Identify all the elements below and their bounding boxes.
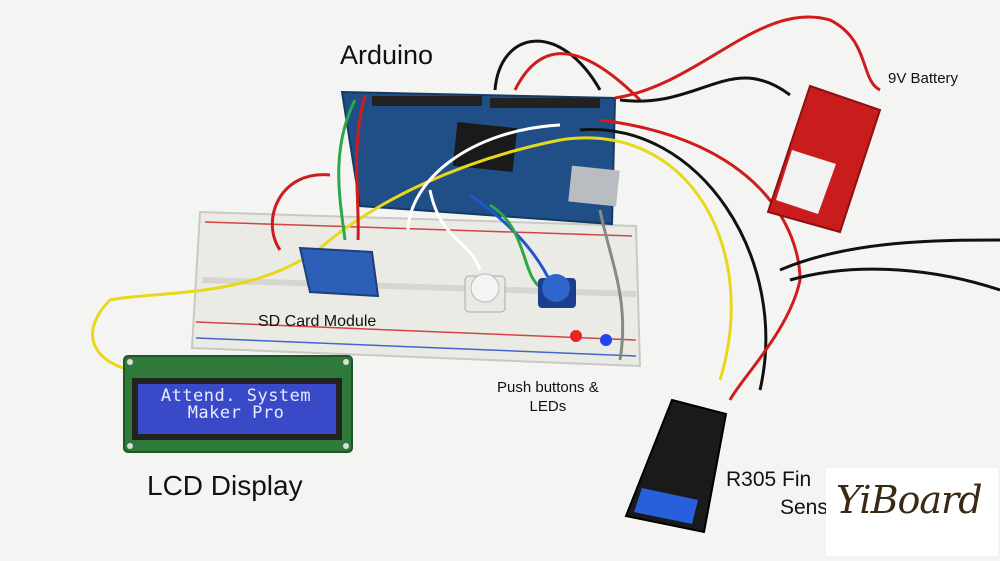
push-buttons-label-line1: Push buttons &	[497, 379, 599, 396]
sd-card-module-label: SD Card Module	[258, 313, 377, 330]
sd-card-module	[298, 246, 380, 298]
fingerprint-sensor	[624, 398, 728, 534]
lcd-display	[123, 355, 353, 453]
lcd-line-1: Attend. System	[160, 386, 312, 406]
push-buttons	[464, 273, 576, 313]
lcd-screen-text: Attend. System Maker Pro	[140, 388, 332, 422]
yiboard-logo-text: YiBoard	[836, 478, 983, 522]
r305-sensor-label-line1: R305 Fin	[726, 468, 812, 491]
arduino-label: Arduino	[340, 40, 434, 70]
lcd-line-2: Maker Pro	[187, 403, 285, 423]
push-buttons-label-line2: LEDs	[529, 398, 567, 415]
lcd-display-label: LCD Display	[147, 470, 303, 501]
yiboard-logo-watermark	[826, 468, 998, 556]
push-buttons-leds-label: Push buttons & LEDs	[497, 378, 599, 416]
jumper-wires	[91, 15, 1000, 401]
battery-9v	[766, 84, 882, 234]
battery-label: 9V Battery	[888, 70, 959, 87]
leds	[570, 330, 612, 346]
r305-sensor-label-line2: Sens	[780, 496, 828, 519]
